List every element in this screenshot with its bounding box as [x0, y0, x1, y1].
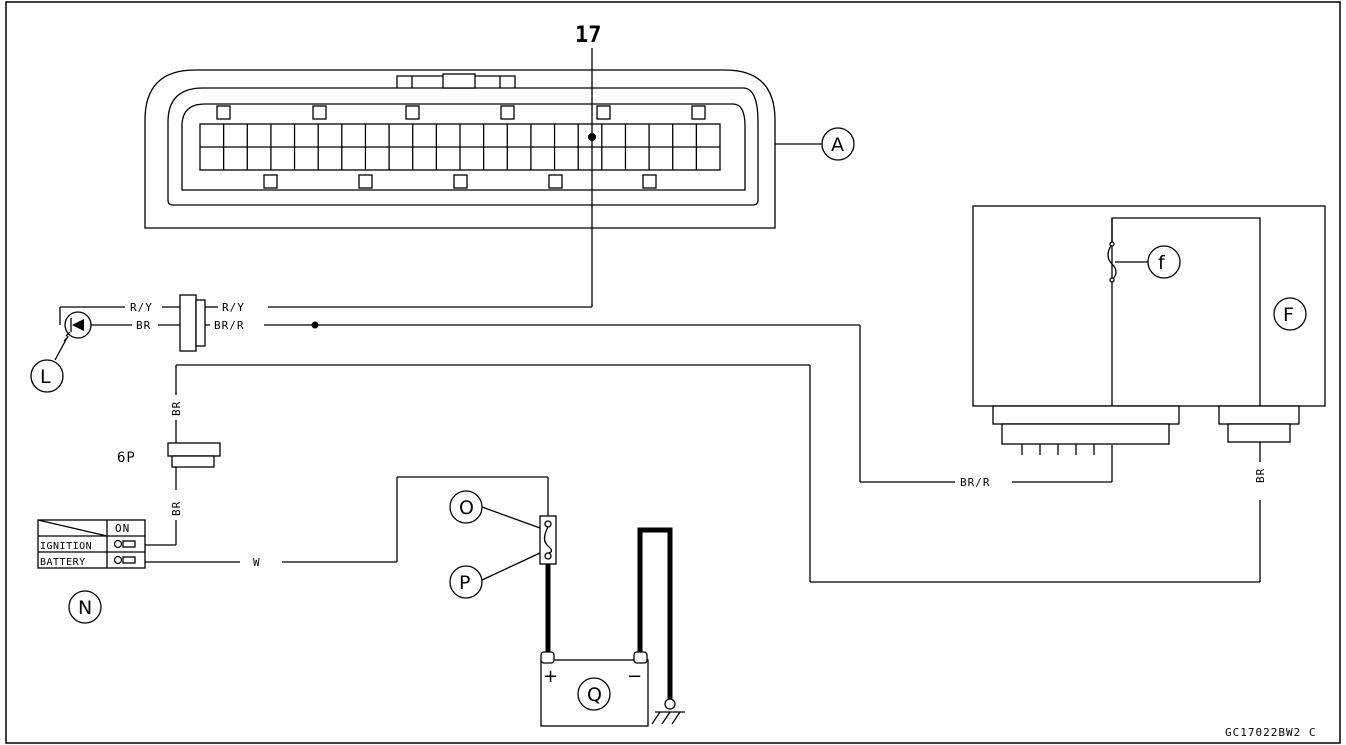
- wire-label-br-lower: BR: [170, 501, 183, 516]
- connector-key: [548, 174, 563, 189]
- switch-row-ignition: IGNITION: [40, 541, 92, 552]
- connector-keys-bottom: [263, 174, 657, 189]
- wire-label-br-upper: BR: [170, 401, 183, 416]
- connector-6p-label: 6P: [117, 450, 136, 466]
- callout-n: [68, 590, 102, 624]
- callout-fuse-f: [1147, 245, 1181, 279]
- callout-f: [1273, 297, 1307, 331]
- connector-key: [263, 174, 278, 189]
- indicator-led: [63, 311, 92, 342]
- connector-key: [453, 174, 468, 189]
- callout-a-label: A: [831, 134, 844, 156]
- connector-key: [691, 105, 706, 120]
- connector-key: [358, 174, 373, 189]
- ignition-switch: ON IGNITION BATTERY: [37, 519, 146, 569]
- callout-o: [449, 490, 483, 524]
- callout-p: [449, 565, 483, 599]
- connector-6p: [167, 442, 221, 468]
- connector-key: [642, 174, 657, 189]
- inline-connector: [179, 294, 206, 352]
- callout-l: [30, 359, 64, 393]
- figure-code: GC17022BW2 C: [1225, 726, 1316, 739]
- callout-q: [577, 677, 611, 711]
- wire-label-br-right: BR: [1254, 468, 1267, 483]
- battery-plus-terminal: +: [543, 666, 558, 687]
- wire-label-w: W: [253, 556, 261, 569]
- battery-minus-terminal: −: [627, 666, 642, 687]
- callout-o-label: O: [459, 497, 474, 519]
- switch-row-battery: BATTERY: [40, 557, 86, 568]
- ecu-connector: [144, 69, 776, 229]
- wire-label-brr-bottom: BR/R: [960, 476, 991, 489]
- terminal-grid: [200, 124, 720, 170]
- callout-q-label: Q: [587, 684, 602, 706]
- wire-label-br-left: BR: [136, 319, 151, 332]
- switch-header-on: ON: [115, 522, 130, 535]
- connector-key: [216, 105, 231, 120]
- callout-l-label: L: [40, 366, 51, 388]
- callout-n-label: N: [78, 597, 92, 619]
- wire-label-brr-right: BR/R: [214, 319, 245, 332]
- connector-keys-top: [216, 105, 706, 120]
- callout-f-label: F: [1283, 304, 1294, 326]
- terminal-number: 17: [575, 23, 602, 48]
- wire-label-ry-right: R/Y: [222, 301, 245, 314]
- connector-key: [405, 105, 420, 120]
- wire-label-ry-left: R/Y: [130, 301, 153, 314]
- relay-connector-pins: [1021, 444, 1095, 455]
- callout-a: [821, 127, 855, 161]
- relay-box: [972, 205, 1326, 455]
- callout-p-label: P: [459, 572, 470, 594]
- connector-key: [596, 105, 611, 120]
- callout-fuse-f-label: f: [1158, 252, 1166, 274]
- diagram-frame: [5, 1, 1341, 744]
- connector-key: [312, 105, 327, 120]
- ground-symbol: [651, 698, 685, 725]
- main-fuse: [539, 515, 557, 565]
- connector-key: [500, 105, 515, 120]
